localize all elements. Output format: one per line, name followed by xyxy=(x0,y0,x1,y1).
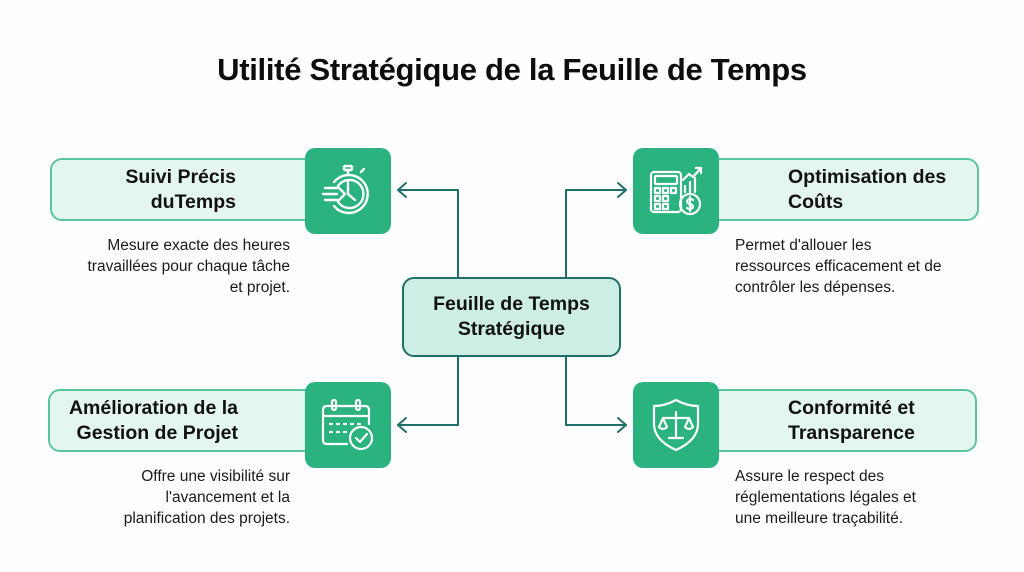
node-title: Conformité et Transparence xyxy=(788,396,915,446)
node-title-line: Transparence xyxy=(788,421,915,444)
node-description: Offre une visibilité sur l'avancement et… xyxy=(30,466,290,529)
calendar-check-icon xyxy=(305,382,391,468)
central-node-line1: Feuille de Temps xyxy=(433,293,590,315)
connector-top-right xyxy=(565,189,627,278)
desc-line: travaillées pour chaque tâche xyxy=(87,258,291,275)
desc-line: une meilleure traçabilité. xyxy=(735,510,904,527)
node-title-box: Amélioration de la Gestion de Projet xyxy=(48,389,344,452)
calculator-dollar-icon xyxy=(633,148,719,234)
page-title: Utilité Stratégique de la Feuille de Tem… xyxy=(217,52,807,87)
node-description: Mesure exacte des heures travaillées pou… xyxy=(30,235,291,298)
node-title: Suivi Précis duTemps xyxy=(125,165,236,213)
node-description: Assure le respect des réglementations lé… xyxy=(735,466,995,529)
desc-line: Offre une visibilité sur xyxy=(141,468,290,485)
node-title-line: Conformité et xyxy=(788,396,915,419)
desc-line: Permet d'allouer les xyxy=(735,237,872,254)
desc-line: Assure le respect des xyxy=(735,468,885,485)
node-title-line: Gestion de Projet xyxy=(76,421,238,444)
node-title-box: Suivi Précis duTemps xyxy=(50,158,342,221)
node-description: Permet d'allouer les ressources efficace… xyxy=(735,235,995,298)
desc-line: réglementations légales et xyxy=(735,489,916,506)
node-title-line: Amélioration de la xyxy=(68,396,238,419)
node-title-box: Optimisation des Coûts xyxy=(682,158,979,221)
desc-line: ressources efficacement et de xyxy=(735,258,942,275)
node-title: Optimisation des Coûts xyxy=(788,165,947,213)
desc-line: contrôler les dépenses. xyxy=(735,279,896,296)
shield-scales-icon xyxy=(633,382,719,468)
connector-bottom-right xyxy=(565,356,627,426)
desc-line: planification des projets. xyxy=(123,510,290,527)
stopwatch-icon xyxy=(305,148,391,234)
central-node: Feuille de Temps Stratégique xyxy=(402,277,621,357)
desc-line: Mesure exacte des heures xyxy=(107,237,290,254)
node-title: Amélioration de la Gestion de Projet xyxy=(69,396,238,446)
node-title-box: Conformité et Transparence xyxy=(682,389,977,452)
connector-bottom-left xyxy=(397,356,459,426)
desc-line: et projet. xyxy=(229,279,290,296)
connector-top-left xyxy=(397,189,459,278)
central-node-line2: Stratégique xyxy=(457,318,566,340)
desc-line: l'avancement et la xyxy=(165,489,290,506)
